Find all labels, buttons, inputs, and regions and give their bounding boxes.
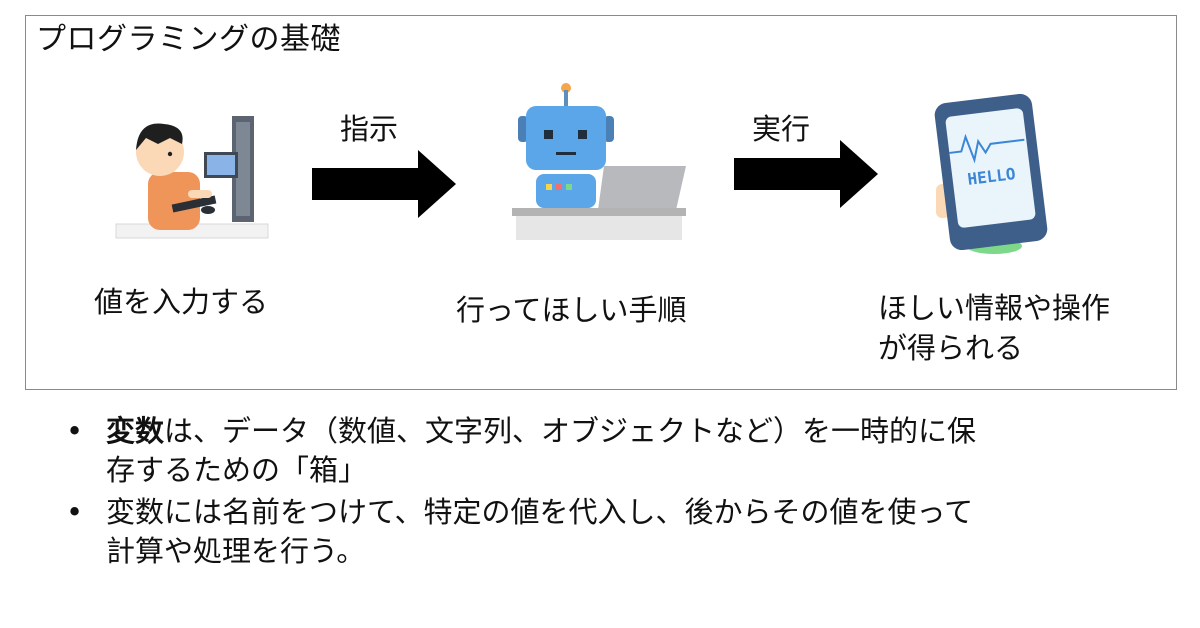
person-at-computer-icon <box>112 108 272 246</box>
bullet-dot: • <box>60 493 106 572</box>
step-label-result-line1: ほしい情報や操作 <box>878 288 1110 329</box>
bullet-dot: • <box>60 412 106 491</box>
bullet-text-line2: 存するための「箱」 <box>106 451 1160 490</box>
robot-with-laptop-icon <box>508 82 692 244</box>
slide-title: プログラミングの基礎 <box>36 22 341 58</box>
step-label-input: 値を入力する <box>94 282 268 323</box>
bullet-list: • 変数は、データ（数値、文字列、オブジェクトなど）を一時的に保 存するための「… <box>60 412 1160 574</box>
bullet-item: • 変数は、データ（数値、文字列、オブジェクトなど）を一時的に保 存するための「… <box>60 412 1160 491</box>
right-arrow-icon <box>310 148 460 220</box>
right-arrow-icon <box>732 140 882 210</box>
smartphone-hello-icon: HELLO <box>928 94 1058 254</box>
bullet-text-line1: は、データ（数値、文字列、オブジェクトなど）を一時的に保 <box>164 414 976 448</box>
bullet-text: 変数は、データ（数値、文字列、オブジェクトなど）を一時的に保 存するための「箱」 <box>106 412 1160 491</box>
bullet-text: 変数には名前をつけて、特定の値を代入し、後からその値を使って 計算や処理を行う。 <box>106 493 1160 572</box>
bullet-text-line1: 変数には名前をつけて、特定の値を代入し、後からその値を使って <box>106 493 1160 532</box>
step-label-result-line2: が得られる <box>878 328 1023 369</box>
bullet-item: • 変数には名前をつけて、特定の値を代入し、後からその値を使って 計算や処理を行… <box>60 493 1160 572</box>
bullet-bold-term: 変数 <box>106 414 164 448</box>
arrow-label-instruct: 指示 <box>340 106 398 148</box>
step-label-procedure: 行ってほしい手順 <box>456 290 687 331</box>
bullet-text-line2: 計算や処理を行う。 <box>106 532 1160 571</box>
